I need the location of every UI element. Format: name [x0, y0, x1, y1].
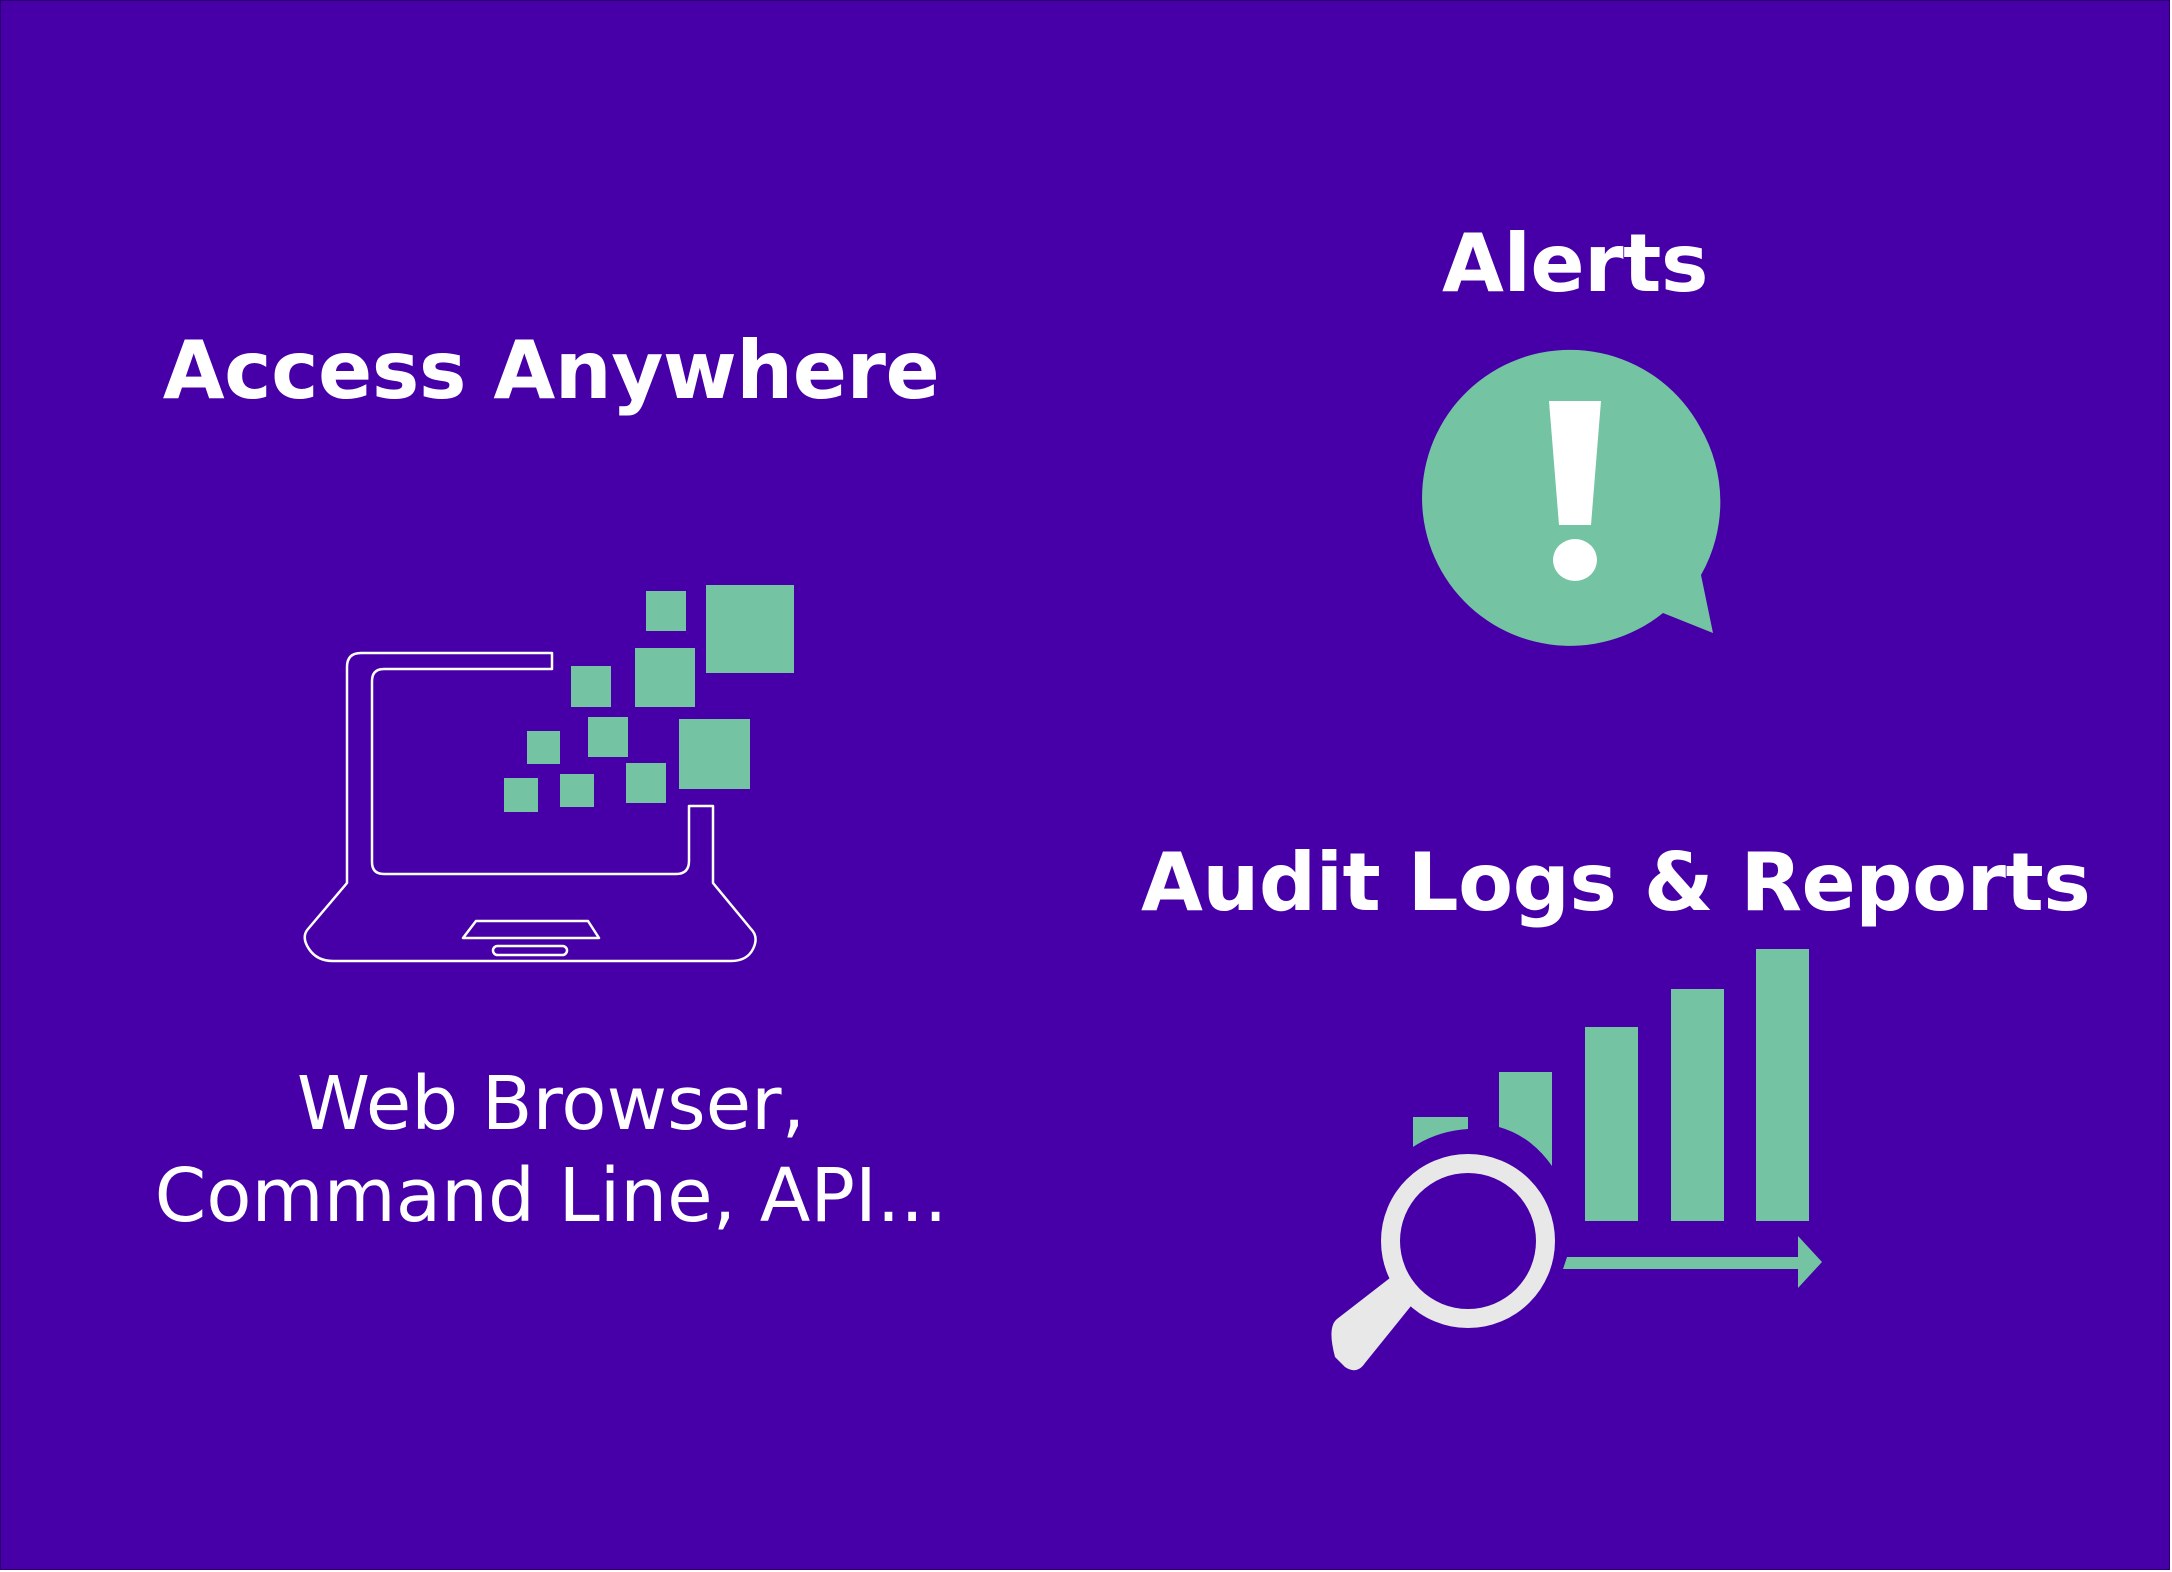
caption-line-1: Web Browser,: [296, 1061, 806, 1147]
alerts-heading: Alerts: [1442, 217, 1708, 310]
bar-chart-magnifier-icon: [1331, 949, 1822, 1371]
exclamation-speech-bubble-icon: [1422, 349, 1721, 646]
access-methods-caption: Web Browser, Command Line, API...: [151, 1059, 951, 1243]
report-bars: [1413, 949, 1809, 1221]
audit-logs-reports-heading: Audit Logs & Reports: [1141, 836, 2091, 929]
caption-line-2: Command Line, API...: [154, 1152, 948, 1239]
access-anywhere-heading: Access Anywhere: [162, 324, 940, 417]
laptop-pixel-icon: [303, 585, 794, 963]
